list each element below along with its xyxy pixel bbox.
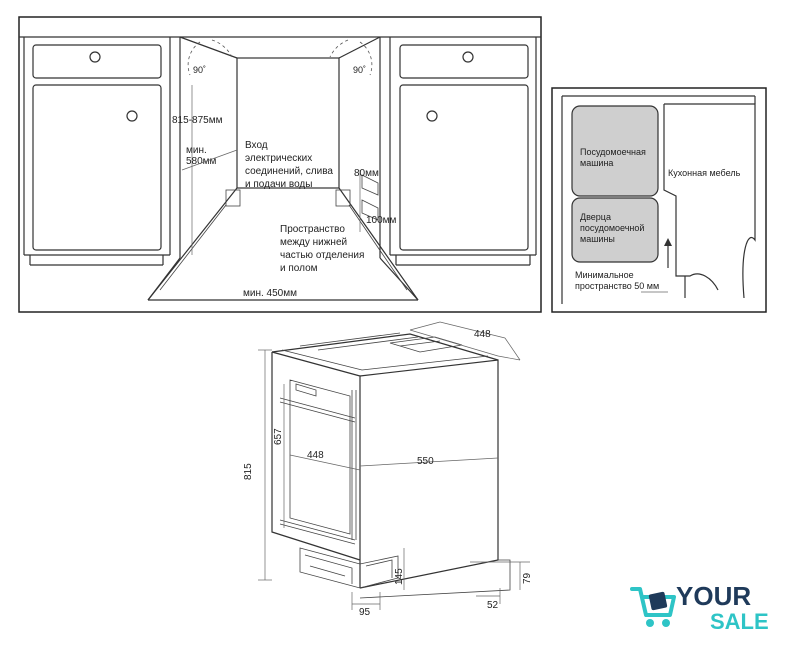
logo-word-sale: SALE: [710, 609, 769, 634]
left-drawer: [32, 44, 162, 79]
appliance-base: [299, 547, 399, 589]
left-door-knob: [126, 110, 138, 122]
dim-145: 145: [394, 568, 405, 585]
left-door: [32, 84, 162, 251]
right-cabinet: [389, 37, 537, 266]
dim-448-top: 448: [474, 329, 491, 340]
clearance-frame: [551, 87, 767, 313]
dim-815: 815: [243, 463, 254, 480]
dim-448-front: 448: [307, 450, 324, 461]
angle-arc-left: [187, 41, 201, 76]
left-inlet-block: [225, 189, 241, 207]
right-inlet-block: [335, 189, 351, 207]
clearance-diagram: Посудомоечная машина Дверца посудомоечно…: [551, 87, 767, 313]
right-door-knob: [426, 110, 438, 122]
right-drawer-knob: [462, 51, 474, 63]
door-line-2: посудомоечной: [580, 223, 644, 233]
niche-back-wall: [236, 57, 340, 189]
inlet-line-4: и подачи воды: [245, 179, 312, 190]
inlet-label: Вход электрических соединений, слива и п…: [245, 140, 333, 190]
furniture-outline: [664, 103, 756, 299]
cart-icon: [630, 587, 676, 627]
door-line-1: Дверца: [580, 212, 611, 222]
inlet-line-3: соединений, слива: [245, 166, 333, 177]
right-door: [399, 84, 529, 251]
left-drawer-knob: [89, 51, 101, 63]
dim-80-label: 80мм: [354, 168, 379, 179]
dim-95: 95: [359, 607, 371, 618]
angle-right-label: 90˚: [353, 65, 366, 75]
yoursale-logo: YOUR SALE: [630, 581, 769, 634]
dim-550: 550: [417, 456, 434, 467]
dim-52: 52: [487, 600, 499, 611]
space-line-4: и полом: [280, 263, 318, 274]
space-line-1: Пространство: [280, 224, 345, 235]
min-space-line-1: Минимальное: [575, 270, 634, 280]
space-line-2: между нижней: [280, 237, 347, 248]
space-line-3: частью отделения: [280, 250, 364, 261]
depth-min-label-2: 580мм: [186, 156, 217, 167]
angle-left-label: 90˚: [193, 65, 206, 75]
appliance-side-panel: [289, 379, 351, 535]
dishwasher-line-1: Посудомоечная: [580, 147, 646, 157]
left-cabinet: [23, 37, 171, 266]
angle-arc-right: [359, 41, 373, 76]
dishwasher-line-2: машина: [580, 158, 613, 168]
min-space-line-2: пространство 50 мм: [575, 281, 659, 291]
height-range-label: 815-875мм: [172, 115, 223, 126]
inlet-line-2: электрических: [245, 153, 312, 164]
installation-diagram: 90˚ 90˚ 815-875мм мин. 580мм Вход электр…: [18, 16, 542, 313]
dim-79: 79: [522, 572, 533, 584]
inlet-line-1: Вход: [245, 140, 268, 151]
installation-frame: [18, 16, 542, 313]
right-drawer: [399, 44, 529, 79]
logo-word-your: YOUR: [676, 581, 751, 611]
dim-657: 657: [273, 428, 284, 445]
door-box: [571, 197, 659, 263]
niche: [147, 36, 419, 301]
space-label: Пространство между нижней частью отделен…: [280, 224, 364, 274]
door-line-3: машины: [580, 234, 615, 244]
furniture-label: Кухонная мебель: [668, 168, 741, 178]
dim-100-label: 100мм: [366, 215, 397, 226]
appliance-drawing: 448 815 657 448 550 79 145 95 52: [243, 321, 533, 618]
width-min-label: мин. 450мм: [243, 288, 297, 299]
depth-min-label-1: мин.: [186, 145, 207, 156]
dishwasher-box: [571, 105, 659, 197]
